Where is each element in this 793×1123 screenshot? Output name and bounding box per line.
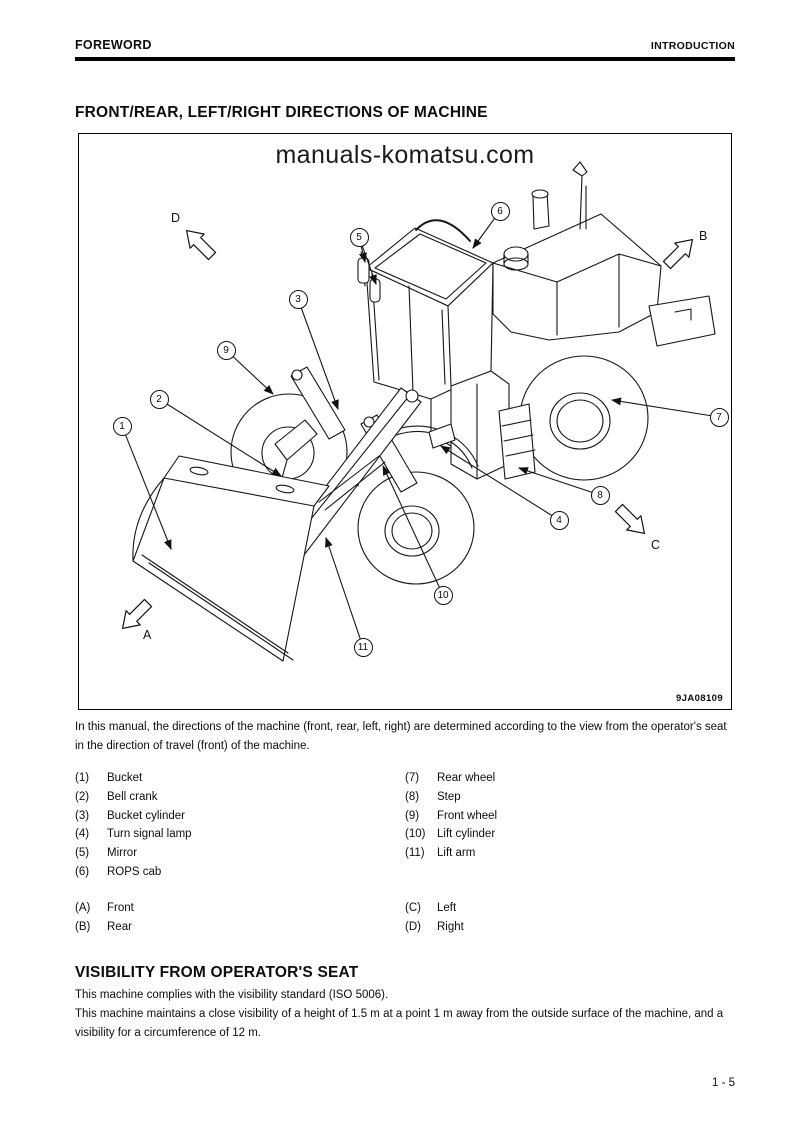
list-item: (10) Lift cylinder — [405, 825, 497, 844]
header-right-label: INTRODUCTION — [650, 40, 735, 52]
list-item: (B) Rear — [75, 918, 134, 937]
figure-callout-2: 2 — [149, 389, 169, 409]
part-number: (2) — [75, 791, 90, 804]
callout-leader-lines — [121, 210, 720, 648]
direction-letter: (A) — [75, 902, 91, 915]
part-label: Turn signal lamp — [107, 828, 192, 841]
section-title-visibility: VISIBILITY FROM OPERATOR'S SEAT — [75, 964, 359, 981]
figure-callout-6: 6 — [490, 201, 510, 221]
figure-callout-1: 1 — [112, 416, 132, 436]
list-item: (6) ROPS cab — [75, 862, 192, 881]
directions-intro-paragraph: In this manual, the directions of the ma… — [75, 721, 727, 752]
list-item: (A) Front — [75, 899, 134, 918]
direction-label: Front — [107, 902, 134, 915]
page-header: FOREWORD INTRODUCTION — [75, 30, 735, 61]
machine-directions-figure: manuals-komatsu.com — [78, 133, 732, 710]
list-item: (7) Rear wheel — [405, 769, 497, 788]
list-item: (9) Front wheel — [405, 806, 497, 825]
part-label: Step — [437, 791, 461, 804]
direction-list-left-column: (A) Front (B) Rear — [75, 899, 134, 936]
part-label: Bell crank — [107, 791, 158, 804]
part-number: (4) — [75, 828, 90, 841]
part-number: (8) — [405, 791, 420, 804]
part-label: Bucket — [107, 772, 143, 785]
direction-label: Rear — [107, 921, 132, 934]
list-item: (5) Mirror — [75, 844, 192, 863]
machine-illustration — [121, 161, 720, 662]
figure-callout-9: 9 — [216, 340, 236, 360]
list-item: (8) Step — [405, 788, 497, 807]
section-title-directions: FRONT/REAR, LEFT/RIGHT DIRECTIONS OF MAC… — [75, 104, 488, 121]
direction-letter: (C) — [405, 902, 421, 915]
direction-label: Left — [437, 902, 457, 915]
part-label: Front wheel — [437, 809, 498, 822]
list-item: (11) Lift arm — [405, 844, 497, 863]
list-item: (D) Right — [405, 918, 464, 937]
figure-callout-7: 7 — [709, 407, 729, 427]
figure-direction-d: D — [171, 211, 181, 225]
parts-list-left-column: (1) Bucket (2) Bell crank (3) Bucket cylind… — [75, 769, 192, 881]
figure-direction-c: C — [651, 538, 661, 552]
part-label: Lift cylinder — [437, 828, 496, 841]
watermark-text: manuals-komatsu.com — [275, 141, 535, 169]
list-item: (1) Bucket — [75, 769, 192, 788]
direction-letter: (D) — [405, 921, 421, 934]
part-number: (9) — [405, 809, 420, 822]
direction-arrow-c-icon — [614, 503, 646, 535]
part-number: (5) — [75, 847, 90, 860]
part-number: (10) — [405, 828, 426, 841]
list-item: (C) Left — [405, 899, 464, 918]
list-item: (4) Turn signal lamp — [75, 825, 192, 844]
visibility-paragraph-1: This machine complies with the visibilit… — [75, 989, 389, 1001]
header-left-label: FOREWORD — [75, 38, 152, 52]
part-label: Lift arm — [437, 847, 476, 860]
direction-list-right-column: (C) Left (D) Right — [405, 899, 464, 936]
figure-callout-3: 3 — [288, 289, 308, 309]
part-number: (7) — [405, 772, 420, 785]
figure-callout-11: 11 — [353, 637, 373, 657]
direction-arrow-b-icon — [662, 238, 694, 270]
parts-list-right-column: (7) Rear wheel (8) Step (9) Front wheel (10… — [405, 769, 497, 862]
page-number: 1 - 5 — [711, 1077, 735, 1089]
part-number: (6) — [75, 865, 90, 878]
direction-label: Right — [437, 921, 464, 934]
list-item: (3) Bucket cylinder — [75, 806, 192, 825]
figure-code: 9JA08109 — [675, 693, 723, 704]
part-number: (1) — [75, 772, 90, 785]
visibility-paragraph-2: This machine maintains a close visibilit… — [75, 1008, 724, 1039]
figure-callout-10: 10 — [433, 585, 453, 605]
part-label: Bucket cylinder — [107, 809, 185, 822]
figure-callout-4: 4 — [549, 510, 569, 530]
part-number: (3) — [75, 809, 90, 822]
figure-callout-5: 5 — [349, 227, 369, 247]
part-label: ROPS cab — [107, 865, 162, 878]
figure-callout-8: 8 — [590, 485, 610, 505]
direction-arrow-a-icon — [121, 598, 153, 630]
part-number: (11) — [405, 847, 425, 860]
figure-direction-b: B — [699, 229, 708, 243]
part-label: Rear wheel — [437, 772, 496, 785]
part-label: Mirror — [107, 847, 138, 860]
direction-letter: (B) — [75, 921, 91, 934]
list-item: (2) Bell crank — [75, 788, 192, 807]
wheel-loader-drawing — [121, 161, 720, 662]
direction-arrow-d-icon — [185, 229, 217, 261]
figure-direction-a: A — [143, 628, 152, 642]
